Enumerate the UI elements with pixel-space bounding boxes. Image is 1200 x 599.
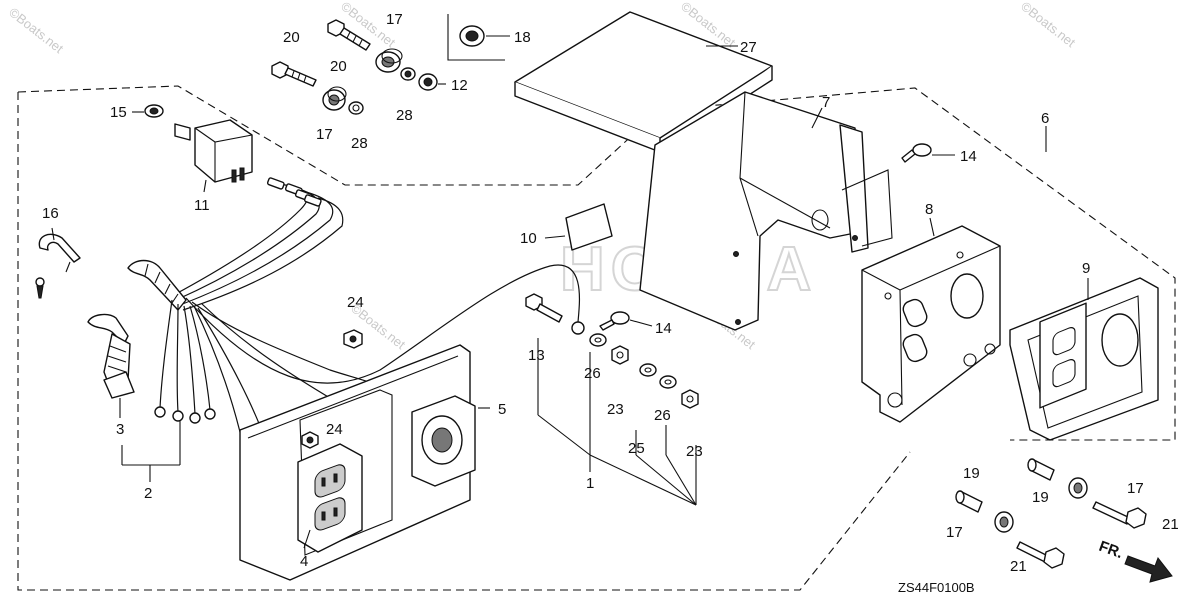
watermark-text: ©Boats.net bbox=[6, 5, 66, 57]
callout-5: 5 bbox=[498, 401, 506, 418]
part-17-grommet-a bbox=[375, 48, 403, 73]
callout-19: 19 bbox=[1032, 489, 1049, 506]
part-24-nut-upper bbox=[343, 329, 363, 349]
diagram-code: ZS44F0100B bbox=[898, 580, 975, 595]
part-26-washer-a bbox=[589, 333, 607, 347]
callout-19: 19 bbox=[963, 465, 980, 482]
callout-28: 28 bbox=[351, 135, 368, 152]
callout-20: 20 bbox=[330, 58, 347, 75]
callout-24: 24 bbox=[326, 421, 343, 438]
part-23-nut-a bbox=[611, 345, 629, 365]
part-18-grommet bbox=[459, 25, 485, 47]
callout-2: 2 bbox=[144, 485, 152, 502]
callout-23: 23 bbox=[686, 443, 703, 460]
callout-3: 3 bbox=[116, 421, 124, 438]
part-17-grommet-c bbox=[994, 511, 1014, 533]
callout-8: 8 bbox=[925, 201, 933, 218]
part-28-collar-b bbox=[348, 101, 364, 115]
callout-17: 17 bbox=[316, 126, 333, 143]
callout-21: 21 bbox=[1162, 516, 1179, 533]
callout-9: 9 bbox=[1082, 260, 1090, 277]
callout-21: 21 bbox=[1010, 558, 1027, 575]
part-24-nut-lower bbox=[301, 431, 319, 449]
part-19-collar-b bbox=[1027, 458, 1055, 481]
callout-6: 6 bbox=[1041, 110, 1049, 127]
callout-12: 12 bbox=[451, 77, 468, 94]
callout-15: 15 bbox=[110, 104, 127, 121]
part-15-grommet bbox=[144, 104, 164, 118]
part-26-washer-b bbox=[659, 375, 677, 389]
part-4-receptacle bbox=[297, 443, 363, 553]
callout-26: 26 bbox=[654, 407, 671, 424]
part-9-gasket bbox=[1009, 277, 1159, 441]
part-7-panel-cover bbox=[639, 91, 893, 331]
part-21-bolt-b bbox=[1092, 501, 1147, 529]
callout-10: 10 bbox=[520, 230, 537, 247]
part-10-label bbox=[565, 203, 613, 251]
part-13-bolt bbox=[525, 293, 563, 323]
part-12-nut bbox=[418, 73, 438, 91]
callout-24: 24 bbox=[347, 294, 364, 311]
callout-11: 11 bbox=[194, 197, 210, 214]
callout-4: 4 bbox=[300, 553, 308, 570]
callout-labels: 27 7 6 14 8 9 10 14 18 17 20 20 12 28 28… bbox=[42, 11, 1179, 595]
callout-28: 28 bbox=[396, 107, 413, 124]
part-21-bolt-a bbox=[1016, 541, 1065, 569]
part-11-switch bbox=[174, 119, 253, 183]
part-5-twist-lock-receptacle bbox=[411, 395, 476, 487]
part-19-collar-a bbox=[955, 490, 983, 513]
callout-13: 13 bbox=[528, 347, 545, 364]
callout-14: 14 bbox=[655, 320, 672, 337]
part-3-cord-grommet bbox=[87, 313, 135, 399]
callout-25: 25 bbox=[628, 440, 645, 457]
part-27-cover-sheet bbox=[514, 11, 773, 153]
part-8-panel-plate bbox=[861, 225, 1001, 423]
callout-27: 27 bbox=[740, 39, 757, 56]
part-14-screw-b bbox=[599, 311, 630, 331]
part-25-washer bbox=[639, 363, 657, 377]
callout-16: 16 bbox=[42, 205, 59, 222]
part-20-bolt-a bbox=[271, 61, 317, 87]
callout-17: 17 bbox=[946, 524, 963, 541]
callout-17: 17 bbox=[1127, 480, 1144, 497]
callout-20: 20 bbox=[283, 29, 300, 46]
part-14-screw-a bbox=[901, 143, 932, 163]
callout-14: 14 bbox=[960, 148, 977, 165]
part-17-grommet-d bbox=[1068, 477, 1088, 499]
watermark-text: ©Boats.net bbox=[1018, 0, 1078, 50]
callout-1: 1 bbox=[586, 475, 594, 492]
part-23-nut-b bbox=[681, 389, 699, 409]
callout-7: 7 bbox=[822, 94, 830, 111]
group-outlines bbox=[17, 14, 1176, 591]
callout-26: 26 bbox=[584, 365, 601, 382]
part-17-grommet-b bbox=[322, 86, 347, 111]
part-28-collar-a bbox=[400, 67, 416, 81]
leader-lines bbox=[51, 35, 1089, 549]
callout-23: 23 bbox=[607, 401, 624, 418]
part-16-clamp bbox=[35, 233, 81, 299]
callout-17: 17 bbox=[386, 11, 403, 28]
part-20-bolt-b bbox=[327, 19, 371, 51]
front-direction-arrow-icon bbox=[1124, 555, 1173, 583]
direction-label: FR. bbox=[1097, 538, 1126, 562]
callout-18: 18 bbox=[514, 29, 531, 46]
